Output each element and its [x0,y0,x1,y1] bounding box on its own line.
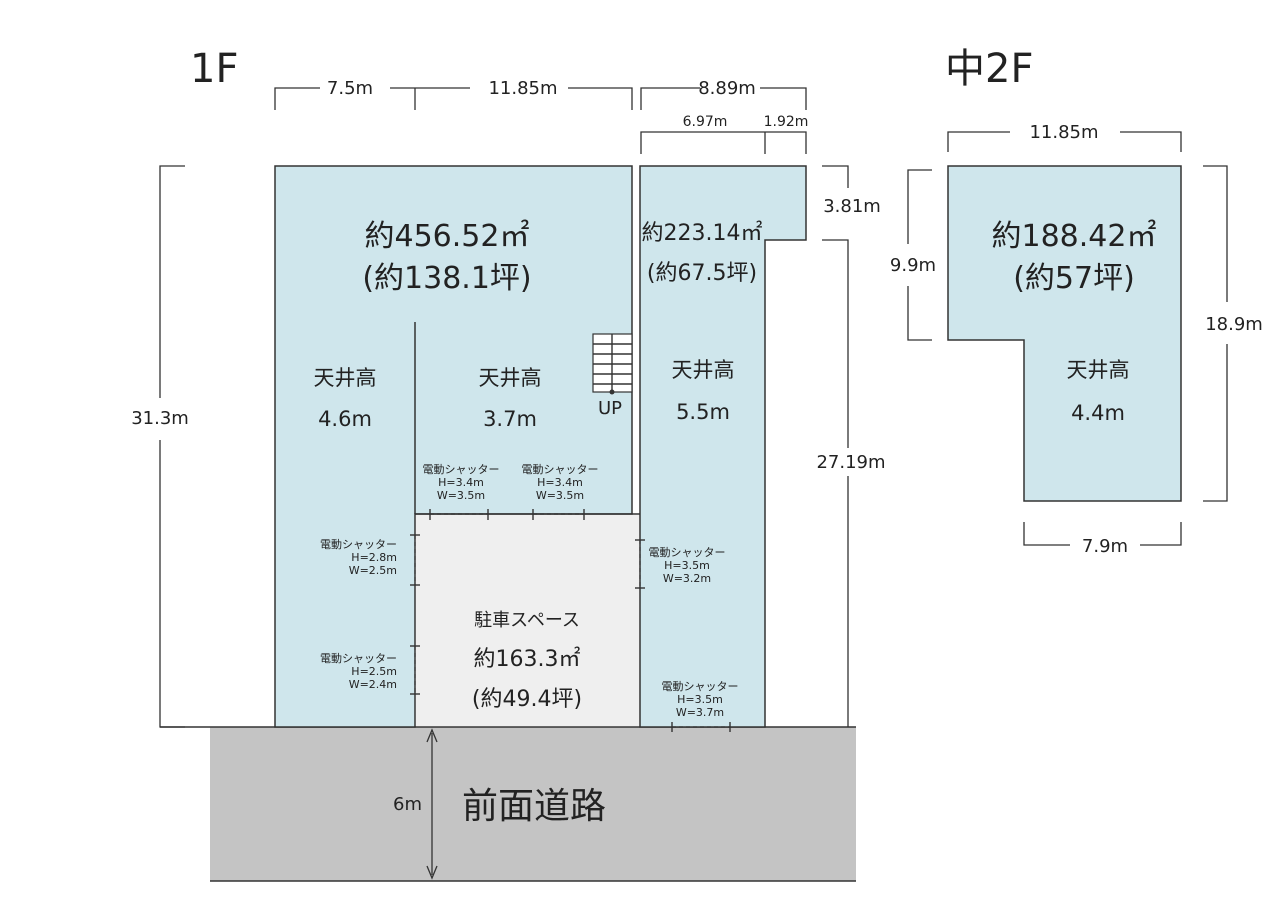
svg-text:電動シャッター: 電動シャッター [423,462,500,476]
dim-left-1f [159,165,185,728]
dim-8-89: 8.89m [698,78,756,99]
parking-tsubo: (約49.4坪) [472,687,582,712]
dim-3-81: 3.81m [823,196,881,217]
svg-text:W=3.2m: W=3.2m [663,572,711,585]
svg-text:電動シャッター: 電動シャッター [320,651,397,665]
parking-space [416,515,640,726]
ceiling-value-c: 5.5m [676,400,730,424]
svg-text:H=3.5m: H=3.5m [677,693,723,706]
shutter-label-5: 電動シャッター H=3.5m W=3.2m [649,545,726,585]
svg-text:H=2.5m: H=2.5m [351,665,397,678]
stairs-up-label: UP [598,398,622,419]
svg-text:H=3.4m: H=3.4m [537,476,583,489]
parking-area: 約163.3㎡ [474,646,581,672]
ceiling-value-a: 4.6m [318,407,372,431]
m2f-ceiling-label: 天井高 [1067,358,1130,382]
m2f-dim-right: 18.9m [1205,314,1263,335]
svg-text:W=3.7m: W=3.7m [676,706,724,719]
svg-text:H=3.4m: H=3.4m [438,476,484,489]
dim-6m: 6m [393,794,422,815]
room-m2f [947,165,1182,502]
dim-11-85: 11.85m [488,78,557,99]
dim-road-width [426,728,438,880]
ceiling-value-b: 3.7m [483,407,537,431]
svg-text:電動シャッター: 電動シャッター [649,545,726,559]
title-m2f: 中2F [945,46,1033,92]
svg-text:電動シャッター: 電動シャッター [320,537,397,551]
shutter-label-3: 電動シャッター H=2.8m W=2.5m [320,537,397,577]
front-road [210,727,856,881]
dim-1-92: 1.92m [764,114,809,130]
dim-7-5: 7.5m [327,78,373,99]
stairs-icon [592,333,633,395]
shutter-label-4: 電動シャッター H=2.5m W=2.4m [320,651,397,691]
ceiling-label-c: 天井高 [672,358,735,382]
title-1f: 1F [190,46,238,92]
shutter-label-2: 電動シャッター H=3.4m W=3.5m [522,462,599,502]
m2f-area: 約188.42㎡ [992,219,1157,254]
svg-text:W=2.5m: W=2.5m [349,564,397,577]
m2f-dim-bottom: 7.9m [1082,536,1128,557]
m2f-tsubo: (約57坪) [1013,261,1135,296]
dim-31-3: 31.3m [131,408,189,429]
side-tsubo: (約67.5坪) [647,261,757,286]
m2f-dim-top: 11.85m [1029,122,1098,143]
shutter-label-6: 電動シャッター H=3.5m W=3.7m [662,679,739,719]
road-label: 前面道路 [462,786,606,827]
shutter-label-1: 電動シャッター H=3.4m W=3.5m [423,462,500,502]
dim-top-1f [274,87,807,154]
svg-text:H=3.5m: H=3.5m [664,559,710,572]
dim-6-97: 6.97m [683,114,728,130]
m2f-dim-left: 9.9m [890,255,936,276]
dim-right-1f [822,165,849,727]
dim-m2f [907,131,1228,546]
ceiling-label-b: 天井高 [479,366,542,390]
main-area: 約456.52㎡ [365,219,530,254]
main-tsubo: (約138.1坪) [362,261,531,296]
m2f-ceiling-value: 4.4m [1071,401,1125,425]
ceiling-label-a: 天井高 [314,366,377,390]
side-area: 約223.14㎡ [642,220,763,246]
shutter-openings [410,509,731,732]
svg-text:W=3.5m: W=3.5m [536,489,584,502]
parking-label: 駐車スペース [474,610,580,631]
svg-text:W=2.4m: W=2.4m [349,678,397,691]
room-side-1f [639,165,807,728]
svg-text:電動シャッター: 電動シャッター [662,679,739,693]
dim-27-19: 27.19m [816,452,885,473]
svg-text:W=3.5m: W=3.5m [437,489,485,502]
svg-text:電動シャッター: 電動シャッター [522,462,599,476]
svg-text:H=2.8m: H=2.8m [351,551,397,564]
